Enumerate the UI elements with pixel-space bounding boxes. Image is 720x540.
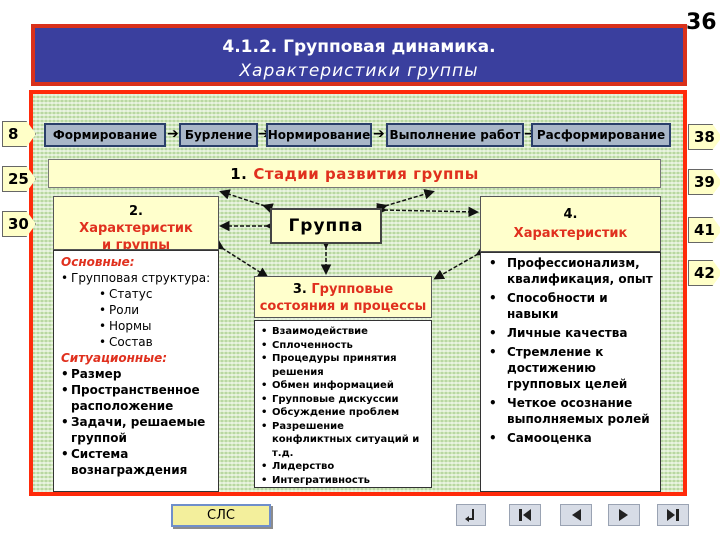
list-item: •Способности и навыки: [489, 291, 608, 321]
list-item: •Лидерство: [261, 461, 335, 472]
stage-performing-button[interactable]: Выполнение работ: [386, 123, 524, 147]
section-title: Характеристик: [79, 221, 193, 236]
arrow-right-icon: ➔: [258, 126, 270, 142]
processes-list: •Взаимодействие •Сплоченность •Процедуры…: [254, 320, 432, 488]
list-item: •Роли: [99, 303, 140, 317]
first-page-icon[interactable]: [509, 504, 541, 526]
next-page-icon[interactable]: [608, 504, 640, 526]
arrow-to-members: [376, 204, 479, 218]
list-item: •Размер: [61, 367, 122, 381]
section-processes-header[interactable]: 3. Групповые состояния и процессы: [254, 276, 432, 318]
characteristics-list: Основные: •Групповая структура: •Статус …: [53, 250, 219, 492]
arrow-to-stages-left: [219, 189, 274, 214]
group-center-box[interactable]: Группа: [270, 208, 382, 244]
list-item: •Процедуры принятия решения: [261, 353, 397, 378]
list-item: •Система вознаграждения: [61, 447, 188, 477]
members-list: •Профессионализм, квалификация, опыт •Сп…: [480, 252, 661, 492]
list-item: •Сплоченность: [261, 339, 353, 351]
list-item: •Самооценка: [489, 431, 592, 445]
stage-adjourning-button[interactable]: Расформирование: [531, 123, 671, 147]
list-item: •Личные качества: [489, 326, 628, 340]
section-number: 4.: [563, 207, 578, 222]
section-number: 2.: [129, 204, 143, 219]
link-button-right-1[interactable]: 38: [688, 124, 720, 150]
link-button-right-2[interactable]: 39: [688, 169, 720, 195]
list-item: •Четкое осознание выполняемых ролей: [489, 396, 650, 426]
arrow-to-stages-right: [376, 189, 435, 214]
section-title: Групповые: [311, 282, 394, 297]
list-item: •Интегративность: [261, 474, 370, 486]
section-title: Характеристик: [513, 226, 628, 241]
section-stages-header[interactable]: 1. Стадии развития группы: [48, 159, 661, 188]
arrow-members-processes: [433, 245, 488, 280]
section-number: 1.: [230, 164, 248, 183]
section-characteristics-header[interactable]: 2. Характеристик и группы: [53, 196, 219, 250]
arrow-char-processes: [212, 239, 269, 278]
arrow-right-icon: ➔: [524, 126, 536, 142]
list-item: •Взаимодействие: [261, 326, 368, 337]
list-item: •Групповая структура:: [61, 271, 211, 285]
previous-page-icon[interactable]: [560, 504, 592, 526]
section-title-cont: и группы: [102, 238, 170, 250]
section-members-header[interactable]: 4. Характеристик: [480, 196, 661, 252]
return-icon[interactable]: [456, 504, 486, 526]
arrow-right-icon: ➔: [373, 126, 385, 142]
link-button-left-3[interactable]: 30: [2, 211, 36, 237]
list-item: •Разрешение конфликтных ситуаций и т.д.: [261, 420, 420, 459]
stage-norming-button[interactable]: Нормирование: [266, 123, 372, 147]
list-item: •Статус: [99, 287, 153, 301]
link-button-right-3[interactable]: 41: [688, 217, 720, 243]
situational-heading: Ситуационные:: [61, 351, 168, 365]
section-number: 3.: [292, 282, 307, 297]
list-item: •Профессионализм, квалификация, опыт: [489, 256, 653, 286]
list-item: •Обмен информацией: [261, 380, 394, 391]
list-item: •Нормы: [99, 319, 152, 333]
slide-subtitle: Характеристики группы: [239, 61, 479, 81]
list-item: •Стремление к достижению групповых целей: [489, 345, 628, 391]
stage-forming-button[interactable]: Формирование: [44, 123, 166, 147]
list-item: •Состав: [99, 335, 153, 349]
slide-title: 4.1.2. Групповая динамика.: [222, 37, 496, 57]
section-title-cont: состояния и процессы: [259, 299, 427, 314]
cls-link-button[interactable]: СЛС: [171, 504, 271, 527]
link-button-right-4[interactable]: 42: [688, 260, 720, 286]
section-title: Стадии развития группы: [253, 164, 479, 183]
stage-storming-button[interactable]: Бурление: [179, 123, 258, 147]
list-item: •Групповые дискуссии: [261, 393, 399, 405]
basic-heading: Основные:: [61, 255, 135, 269]
list-item: •Задачи, решаемые группой: [61, 415, 206, 445]
list-item: •Обсуждение проблем: [261, 407, 400, 418]
list-item: •Пространственное расположение: [61, 383, 200, 413]
title-banner: 4.1.2. Групповая динамика. Характеристик…: [31, 24, 687, 86]
page-number: 36: [686, 10, 717, 35]
arrow-right-icon: ➔: [167, 126, 179, 142]
last-page-icon[interactable]: [657, 504, 689, 526]
